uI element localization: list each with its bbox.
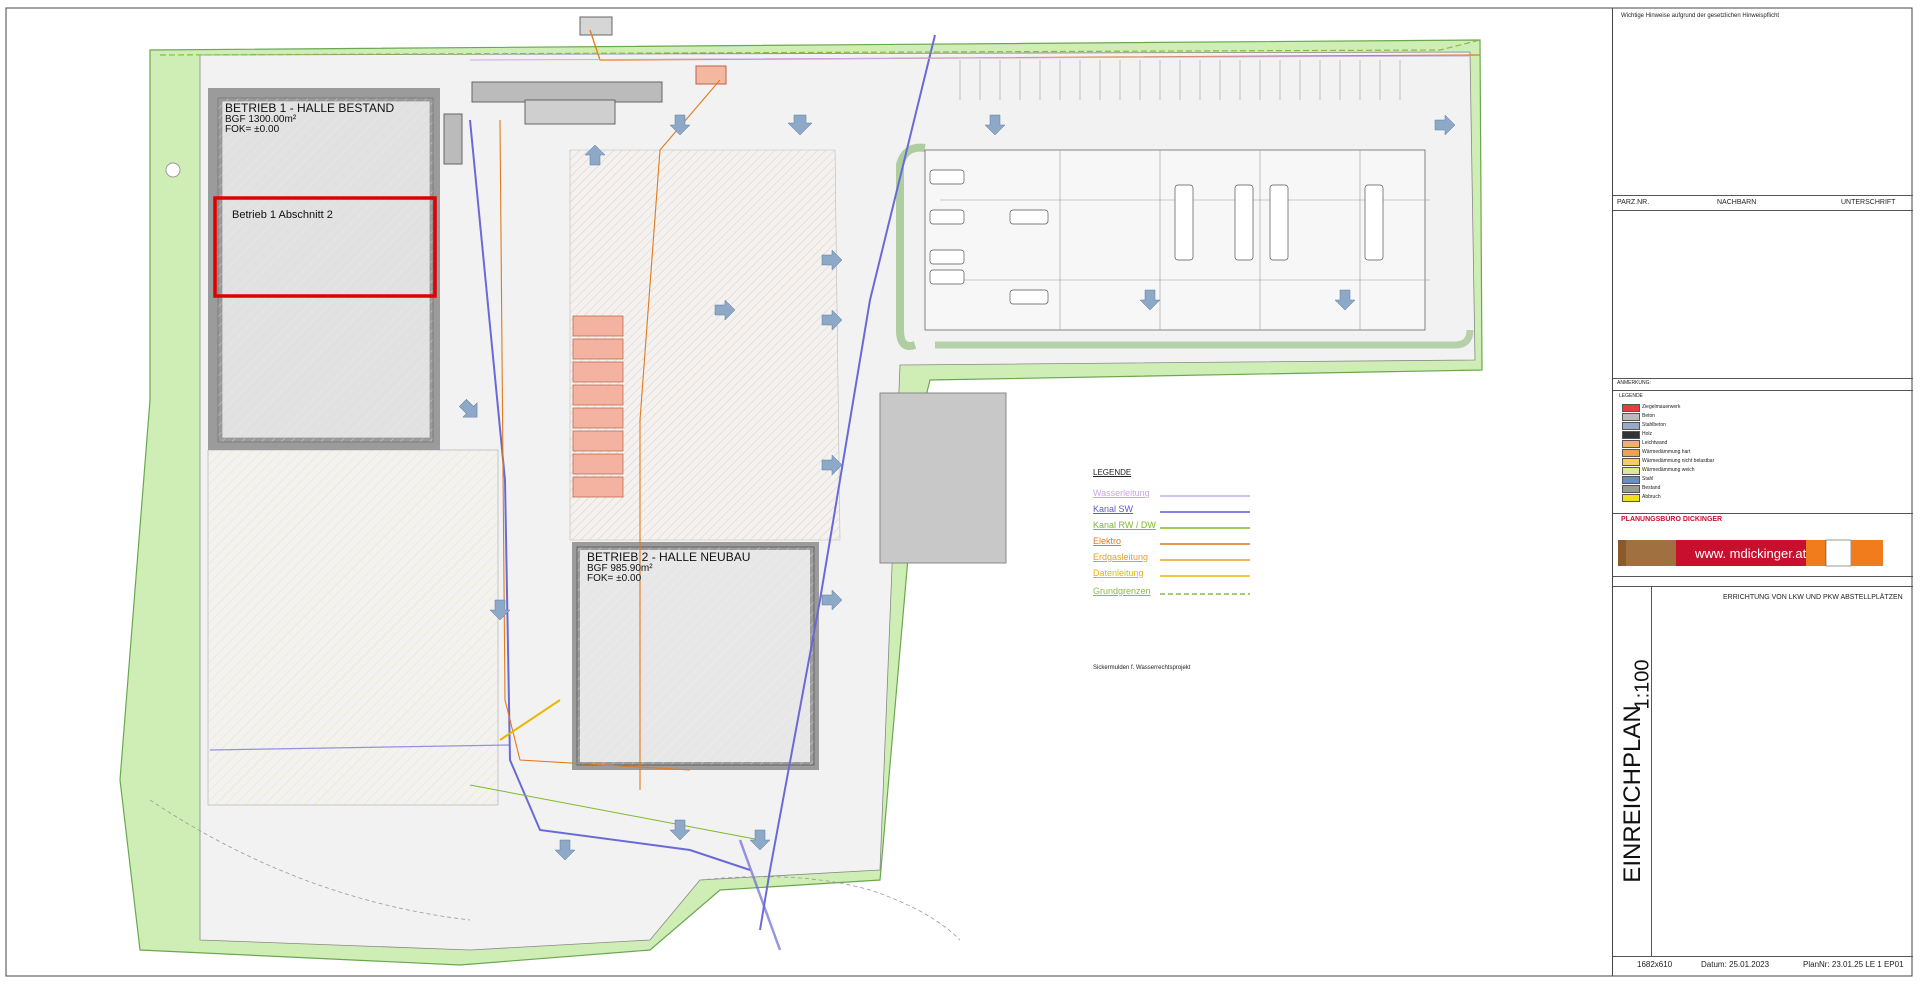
legend-swatch <box>1622 431 1640 439</box>
hall-1-bgf: BGF 1300.00m² <box>225 114 297 125</box>
legend-swatch <box>1622 458 1640 466</box>
hall-2-fok: FOK= ±0.00 <box>587 573 642 584</box>
plan-type-column: EINREICHPLAN <box>1615 586 1652 956</box>
legend-item-daten: Datenleitung <box>1093 568 1144 578</box>
firm-name: PLANUNGSBÜRO DICKINGER <box>1621 516 1723 523</box>
material-legend-item: Stahl <box>1642 476 1654 482</box>
hall-1-title: BETRIEB 1 - HALLE BESTAND <box>225 101 395 115</box>
legend-swatch <box>1622 404 1640 412</box>
material-legend-item: Stahlbeton <box>1642 422 1666 428</box>
material-legend-item: Abbruch <box>1642 494 1661 500</box>
material-legend-item: Ziegelmauerwerk <box>1642 404 1681 410</box>
material-legend-item: Wärmedämmung hart <box>1642 449 1691 455</box>
material-legend-item: Beton <box>1642 413 1656 419</box>
legend-item-erdgas: Erdgasleitung <box>1093 552 1149 562</box>
legende-label: LEGENDE <box>1619 393 1643 399</box>
hall-2-bgf: BGF 985.90m² <box>587 563 653 574</box>
material-legend-item: Wärmedämmung weich <box>1642 467 1695 473</box>
legend-swatch <box>1622 476 1640 484</box>
sheet-format: 1682x610 <box>1637 960 1673 969</box>
material-legend-item: Bestand <box>1642 485 1661 491</box>
hall-2-title: BETRIEB 2 - HALLE NEUBAU <box>587 550 751 564</box>
section-label: Betrieb 1 Abschnitt 2 <box>232 209 333 221</box>
legend-swatch <box>1622 494 1640 502</box>
plan-date: Datum: 25.01.2023 <box>1701 960 1770 969</box>
firm-website[interactable]: www. mdickinger.at <box>1695 546 1807 561</box>
legend-item-wasserleitung: Wasserleitung <box>1093 488 1150 498</box>
anmerkung-label: ANMERKUNG: <box>1617 380 1651 386</box>
legend-swatch <box>1622 440 1640 448</box>
plan-number: PlanNr: 23.01.25 LE 1 EP01 <box>1803 960 1904 969</box>
unterschrift-header: UNTERSCHRIFT <box>1841 199 1896 206</box>
legend-item-kanal-sw: Kanal SW <box>1093 504 1134 514</box>
legend-item-grundgrenzen: Grundgrenzen <box>1093 586 1151 596</box>
legend-swatch <box>1622 449 1640 457</box>
title-block: Wichtige Hinweise aufgrund der gesetzlic… <box>1612 8 1913 976</box>
legend-item-kanal-rw: Kanal RW / DW <box>1093 520 1156 530</box>
legend-title: LEGENDE <box>1093 468 1132 477</box>
parz-nr-header: PARZ.NR. <box>1617 199 1650 206</box>
material-legend-item: Holz <box>1642 431 1653 437</box>
legend-swatch <box>1622 413 1640 421</box>
nachbarn-header: NACHBARN <box>1717 199 1757 206</box>
material-legend-item: Leichtwand <box>1642 440 1668 446</box>
material-legend-item: Wärmedämmung nicht belastbar <box>1642 458 1715 464</box>
legend-note: Sickermulden f. Wasserrechtsprojekt <box>1093 665 1191 671</box>
legend-swatch <box>1622 467 1640 475</box>
legend-swatch <box>1622 485 1640 493</box>
section-highlight-frame <box>213 196 437 298</box>
hall-1-fok: FOK= ±0.00 <box>225 124 280 135</box>
plan-scale: 1:100 <box>1631 659 1654 710</box>
project-title: ERRICHTUNG VON LKW UND PKW ABSTELLPLÄTZE… <box>1723 594 1903 601</box>
legend-item-elektro: Elektro <box>1093 536 1122 546</box>
legend-line-samples <box>1160 495 1250 595</box>
notes-header: Wichtige Hinweise aufgrund der gesetzlic… <box>1621 13 1780 19</box>
legend-swatch <box>1622 422 1640 430</box>
